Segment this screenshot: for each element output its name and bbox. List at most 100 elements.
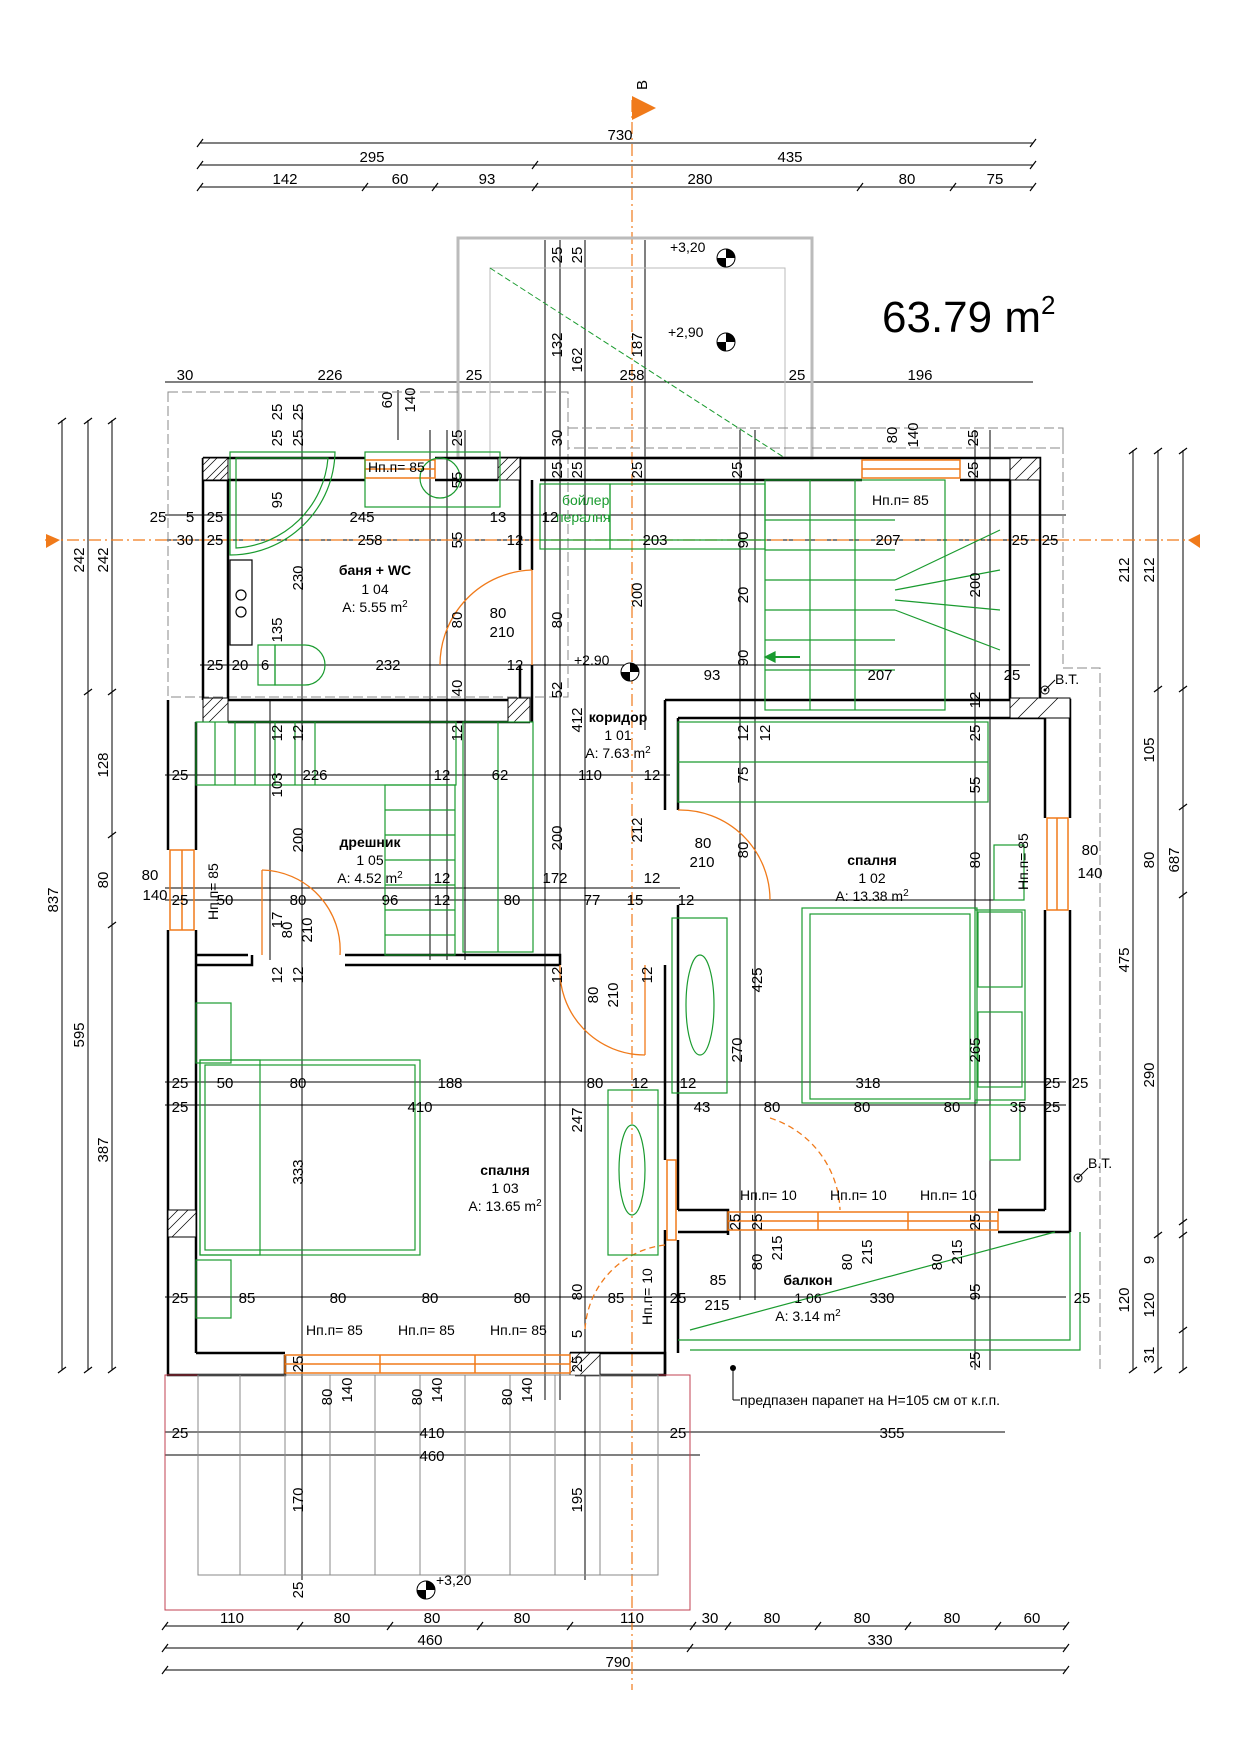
svg-text:25: 25 [172,892,189,909]
svg-text:5: 5 [569,1330,586,1338]
svg-text:318: 318 [855,1075,880,1092]
dim-left-80: 80 [95,872,112,889]
svg-text:80: 80 [929,1254,946,1271]
svg-text:200: 200 [967,572,984,597]
dim-top-295: 295 [359,149,384,166]
svg-text:12: 12 [507,532,524,549]
svg-text:103: 103 [269,772,286,797]
svg-text:80: 80 [142,867,159,884]
dim-bot-110b: 110 [620,1610,644,1627]
svg-text:25: 25 [569,462,586,479]
inner-dims: 30 226 25 258 25 196 25 5 25 245 13 12 3… [142,367,1103,1465]
svg-text:12: 12 [434,767,451,784]
svg-text:80: 80 [587,1075,604,1092]
room-area: A: 7.63 m2 [585,745,651,761]
svg-text:55: 55 [449,472,466,489]
dim-bot-80c: 80 [514,1610,531,1627]
svg-text:210: 210 [299,917,316,942]
svg-text:5: 5 [186,509,194,526]
svg-text:25: 25 [549,247,566,264]
svg-text:12: 12 [434,870,451,887]
svg-text:80: 80 [549,612,566,629]
svg-text:17: 17 [269,912,286,929]
window-label: Нп.п= 10 [830,1187,887,1203]
svg-text:12: 12 [757,725,774,742]
svg-text:25: 25 [629,462,646,479]
svg-text:12: 12 [967,692,984,709]
svg-text:12: 12 [542,509,559,526]
dim-left-387: 387 [95,1137,112,1162]
window-label: Нп.п= 10 [639,1268,655,1325]
svg-text:12: 12 [290,967,307,984]
svg-text:30: 30 [549,430,566,447]
svg-text:25: 25 [150,509,167,526]
svg-text:207: 207 [867,667,892,684]
dim-bot-80a: 80 [334,1610,351,1627]
dim-top-75: 75 [987,171,1004,188]
room-number: 1 02 [858,870,885,886]
svg-text:25: 25 [749,1214,766,1231]
svg-text:410: 410 [419,1425,444,1442]
svg-text:80: 80 [290,892,307,909]
svg-text:60: 60 [379,392,396,409]
svg-text:25: 25 [466,367,483,384]
room-area: A: 5.55 m2 [342,599,408,615]
svg-text:25: 25 [1012,532,1029,549]
room-number: 1 04 [361,581,388,597]
svg-text:12: 12 [644,767,661,784]
boiler-label: бойлер [562,492,610,508]
svg-text:258: 258 [619,367,644,384]
svg-text:85: 85 [239,1290,256,1307]
svg-text:172: 172 [542,870,567,887]
svg-text:25: 25 [207,657,224,674]
svg-text:270: 270 [729,1037,746,1062]
vt-note-2: В.Т. [1088,1155,1112,1171]
svg-text:25: 25 [269,404,286,421]
level-marker-top-landing [716,248,736,268]
inner-dims-vertical: 25 25 132 162 187 60 140 80 140 25 25 25… [269,247,984,1599]
svg-text:6: 6 [261,657,269,674]
svg-text:12: 12 [639,967,656,984]
svg-text:25: 25 [1072,1075,1089,1092]
svg-text:195: 195 [569,1487,586,1512]
svg-text:230: 230 [290,565,307,590]
svg-text:93: 93 [704,667,721,684]
dim-bot-80e: 80 [854,1610,871,1627]
vt-note-1: В.Т. [1055,671,1079,687]
room-area: A: 4.52 m2 [337,870,403,886]
svg-text:20: 20 [735,587,752,604]
svg-text:25: 25 [172,1075,189,1092]
svg-text:232: 232 [375,657,400,674]
svg-text:80: 80 [422,1290,439,1307]
svg-text:30: 30 [177,367,194,384]
svg-text:333: 333 [290,1159,307,1184]
svg-text:12: 12 [549,967,566,984]
dim-bot-330: 330 [867,1632,892,1649]
room-bedroom-102: спалня 1 02 A: 13.38 m2 [835,852,909,904]
level-upper-landing: +2,90 [668,324,704,340]
svg-text:200: 200 [290,827,307,852]
dim-left-242b: 242 [95,547,112,572]
svg-text:20: 20 [232,657,249,674]
dim-bot-110a: 110 [220,1610,244,1627]
svg-text:210: 210 [689,854,714,871]
dim-right-9: 9 [1141,1256,1158,1264]
svg-text:25: 25 [172,1290,189,1307]
room-balcony: балкон 1 06 A: 3.14 m2 [775,1272,841,1324]
room-name: дрешник [340,834,402,850]
svg-text:25: 25 [1044,1075,1061,1092]
dim-left-837: 837 [45,887,62,912]
svg-text:80: 80 [290,1075,307,1092]
dim-left-595: 595 [71,1022,88,1047]
dim-top-280: 280 [687,171,712,188]
wall-hatches [167,457,1071,1376]
dim-top-93: 93 [479,171,496,188]
level-marker-upper-landing [716,332,736,352]
svg-text:80: 80 [319,1389,336,1406]
level-marker-bottom [416,1580,436,1600]
svg-text:110: 110 [578,767,602,784]
room-name: балкон [783,1272,832,1288]
svg-text:40: 40 [449,680,466,697]
svg-text:25: 25 [569,1356,586,1373]
room-number: 1 06 [794,1290,821,1306]
